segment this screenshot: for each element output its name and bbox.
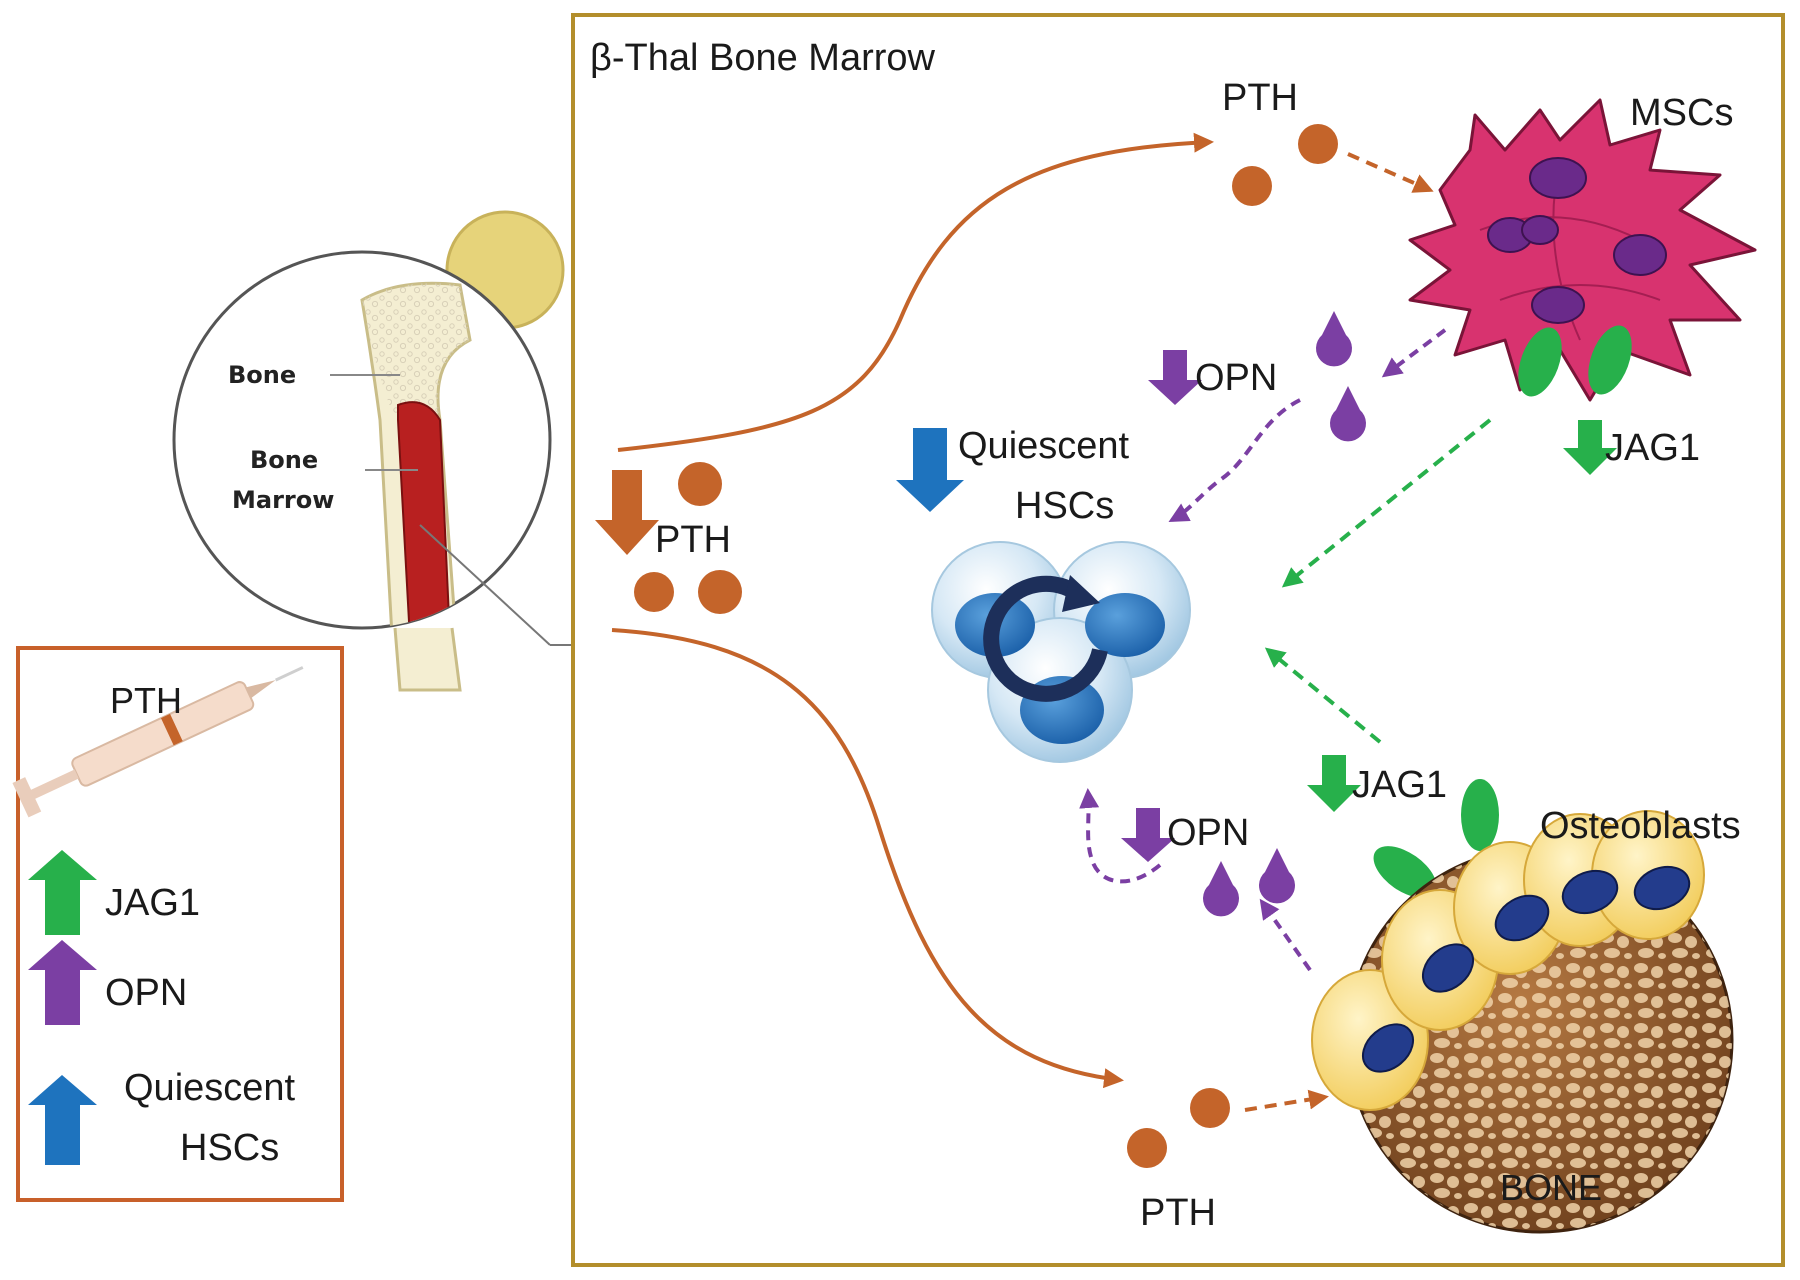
opn-bottom-down-arrow-icon [1121, 808, 1175, 862]
pth-top-label: PTH [1222, 77, 1298, 119]
pth-top-curved-arrow [617, 132, 1214, 452]
jag1-particle [1518, 327, 1562, 397]
msc-cell-cluster-icon [1408, 98, 1757, 402]
femur-inset: Bone Bone Marrow [172, 210, 575, 692]
pth-bottom-label: PTH [1140, 1192, 1216, 1234]
jag1-particle [1588, 325, 1632, 395]
opn-particle [1329, 386, 1366, 442]
legend-hsc-label-1: Quiescent [124, 1067, 296, 1109]
pth-bottom-particle [1127, 1128, 1167, 1168]
pth-down-arrow-icon [595, 470, 659, 555]
pth-top-particle [1298, 124, 1338, 164]
jag1-top-label: JAG1 [1605, 427, 1700, 469]
jag1-top-down-arrow-icon [1563, 420, 1617, 475]
legend-hsc-up-arrow-icon [28, 1075, 97, 1165]
marrow-cavity [397, 401, 452, 628]
hsc-label-1: Quiescent [958, 425, 1130, 467]
hsc-label-2: HSCs [1015, 485, 1114, 527]
jag1-bottom-label: JAG1 [1352, 764, 1447, 806]
legend-box: PTH JAG1 OPN Quiescent HSCs [12, 646, 344, 1202]
msc-label: MSCs [1630, 92, 1733, 134]
legend-opn-label: OPN [105, 972, 187, 1014]
legend-pth-label: PTH [110, 680, 182, 721]
opn-particle [1259, 848, 1295, 904]
opn-bottom-label: OPN [1167, 812, 1249, 854]
main-title: β-Thal Bone Marrow [590, 37, 936, 79]
osteoblast-cells [1311, 810, 1705, 1111]
bone-marrow-label-1: Bone [250, 446, 318, 474]
pth-left-cluster: PTH [595, 462, 742, 614]
osteoblasts-label: Osteoblasts [1540, 805, 1741, 847]
opn-particle [1316, 311, 1353, 367]
syringe-icon [12, 666, 304, 818]
jag1-particle [1373, 846, 1437, 898]
pth-bottom-curved-arrow [611, 628, 1124, 1089]
jag1-bottom-down-arrow-icon [1307, 755, 1361, 812]
legend-jag1-label: JAG1 [105, 882, 200, 924]
bone-marrow-label-2: Marrow [232, 486, 334, 514]
bone-marrow-frame [571, 13, 1785, 1267]
opn-top-down-arrow-icon [1148, 350, 1202, 405]
legend-jag1-up-arrow-icon [28, 850, 97, 935]
hsc-cell-cluster-icon [931, 541, 1191, 763]
pth-left-label: PTH [655, 519, 731, 561]
pth-top-particle [1232, 166, 1272, 206]
opn-top-label: OPN [1195, 357, 1277, 399]
bone-sphere-label: BONE [1500, 1167, 1602, 1208]
jag1-particle [1461, 779, 1499, 851]
hsc-down-arrow-icon [896, 428, 964, 512]
bone-label: Bone [228, 361, 296, 389]
legend-hsc-label-2: HSCs [180, 1127, 279, 1169]
legend-opn-up-arrow-icon [28, 940, 97, 1025]
pth-bottom-particle [1190, 1088, 1230, 1128]
opn-particle [1203, 861, 1239, 917]
